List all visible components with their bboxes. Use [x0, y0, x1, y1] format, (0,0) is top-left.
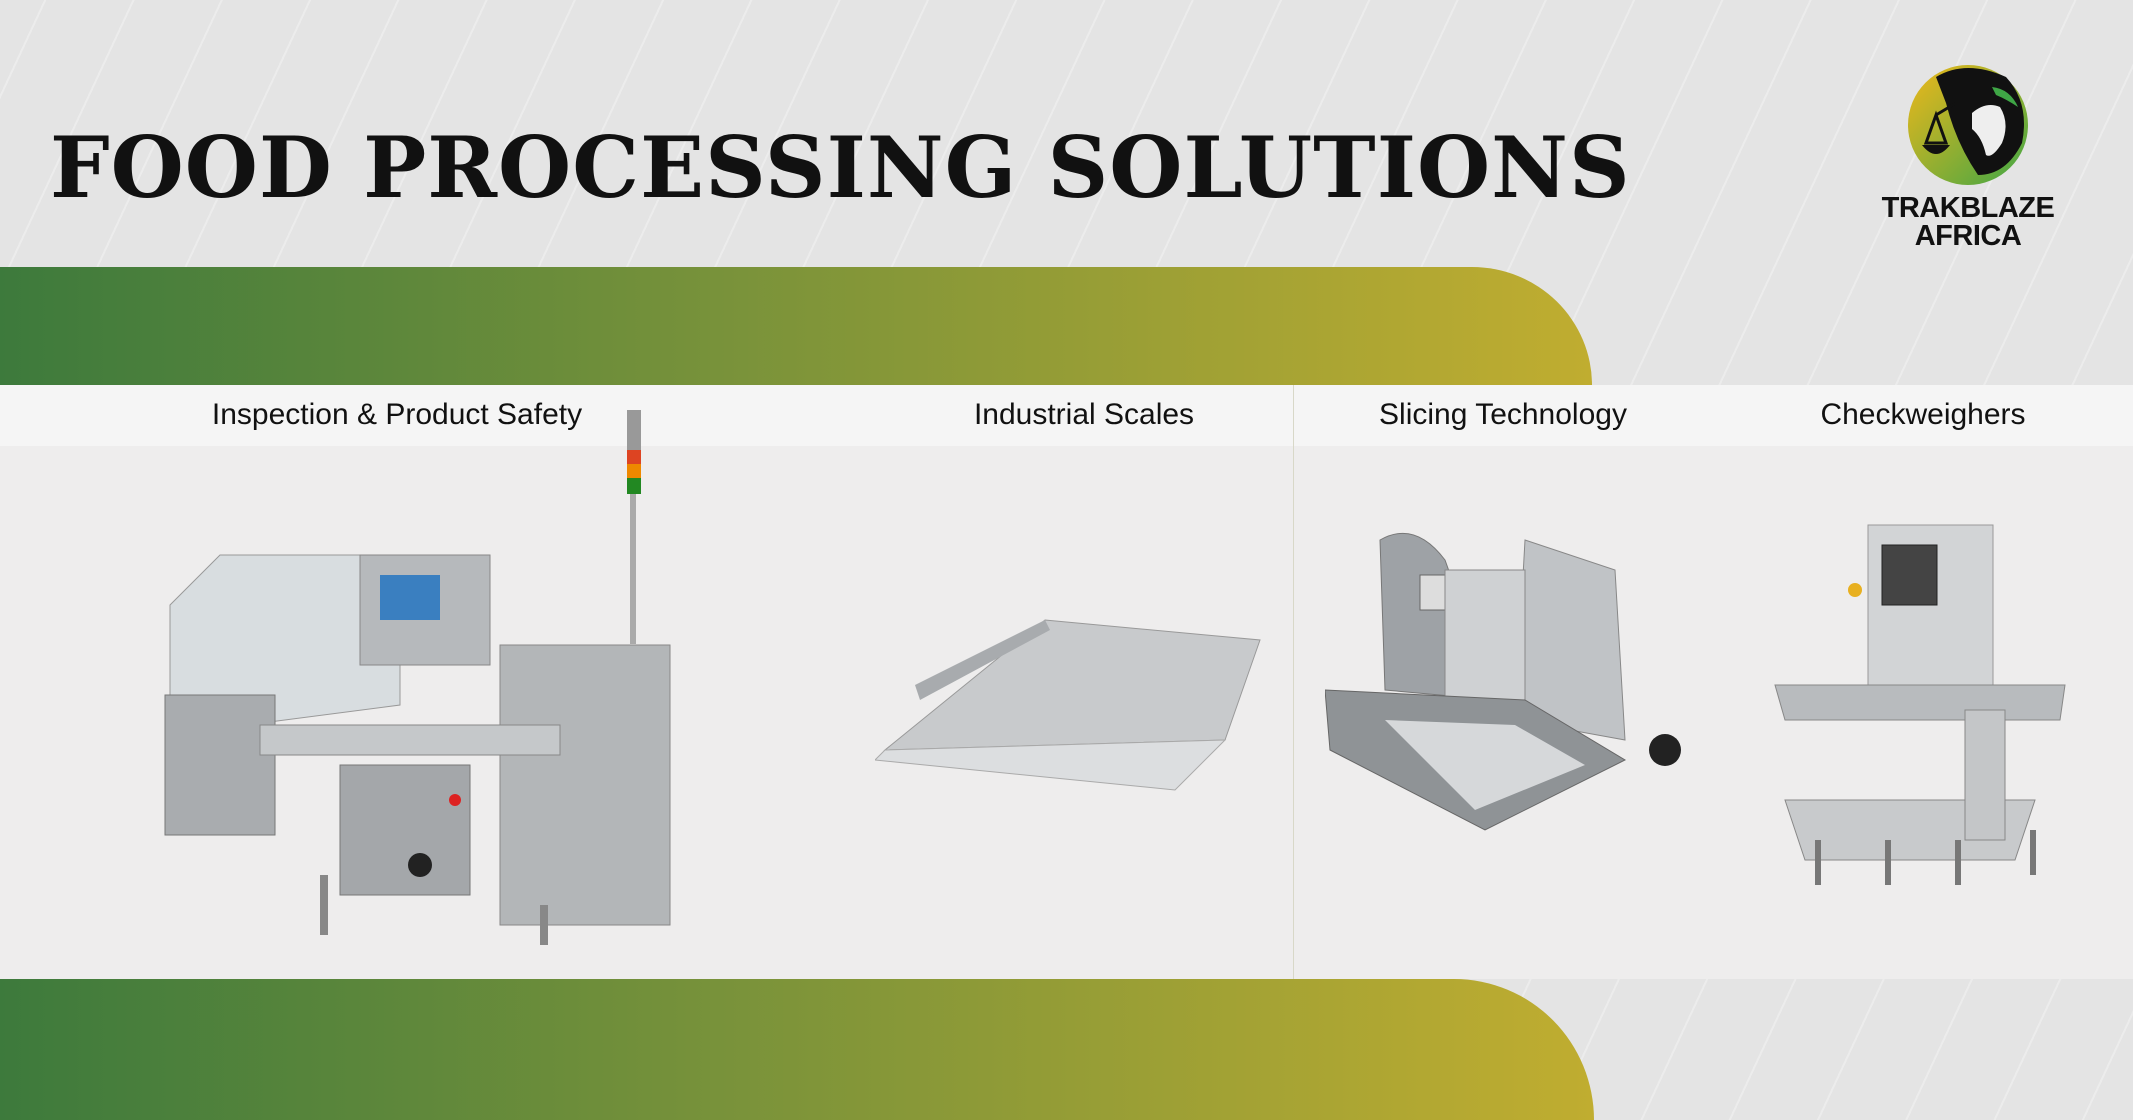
bottom-gradient-band: [0, 979, 1594, 1120]
section-divider: [1293, 385, 1294, 979]
logo-text-line2: AFRICA: [1914, 220, 2022, 252]
meat-slicer-image[interactable]: [1325, 520, 1690, 840]
page-title: FOOD PROCESSING SOLUTIONS: [50, 118, 1631, 217]
metal-detector-machine-image[interactable]: [160, 405, 680, 950]
logo-text-line1: TRAKBLAZE: [1881, 192, 2055, 224]
top-gradient-band: [0, 267, 1592, 385]
category-label-scales[interactable]: Industrial Scales: [973, 398, 1195, 431]
category-label-inspection[interactable]: Inspection & Product Safety: [211, 398, 583, 431]
category-label-checkweighers[interactable]: Checkweighers: [1820, 398, 2026, 431]
category-label-bar: [0, 385, 2133, 446]
floor-scale-image[interactable]: [875, 610, 1265, 795]
checkweigher-image[interactable]: [1765, 520, 2075, 895]
trakblaze-logo-icon: [1908, 65, 2028, 185]
category-label-slicing[interactable]: Slicing Technology: [1379, 398, 1627, 431]
